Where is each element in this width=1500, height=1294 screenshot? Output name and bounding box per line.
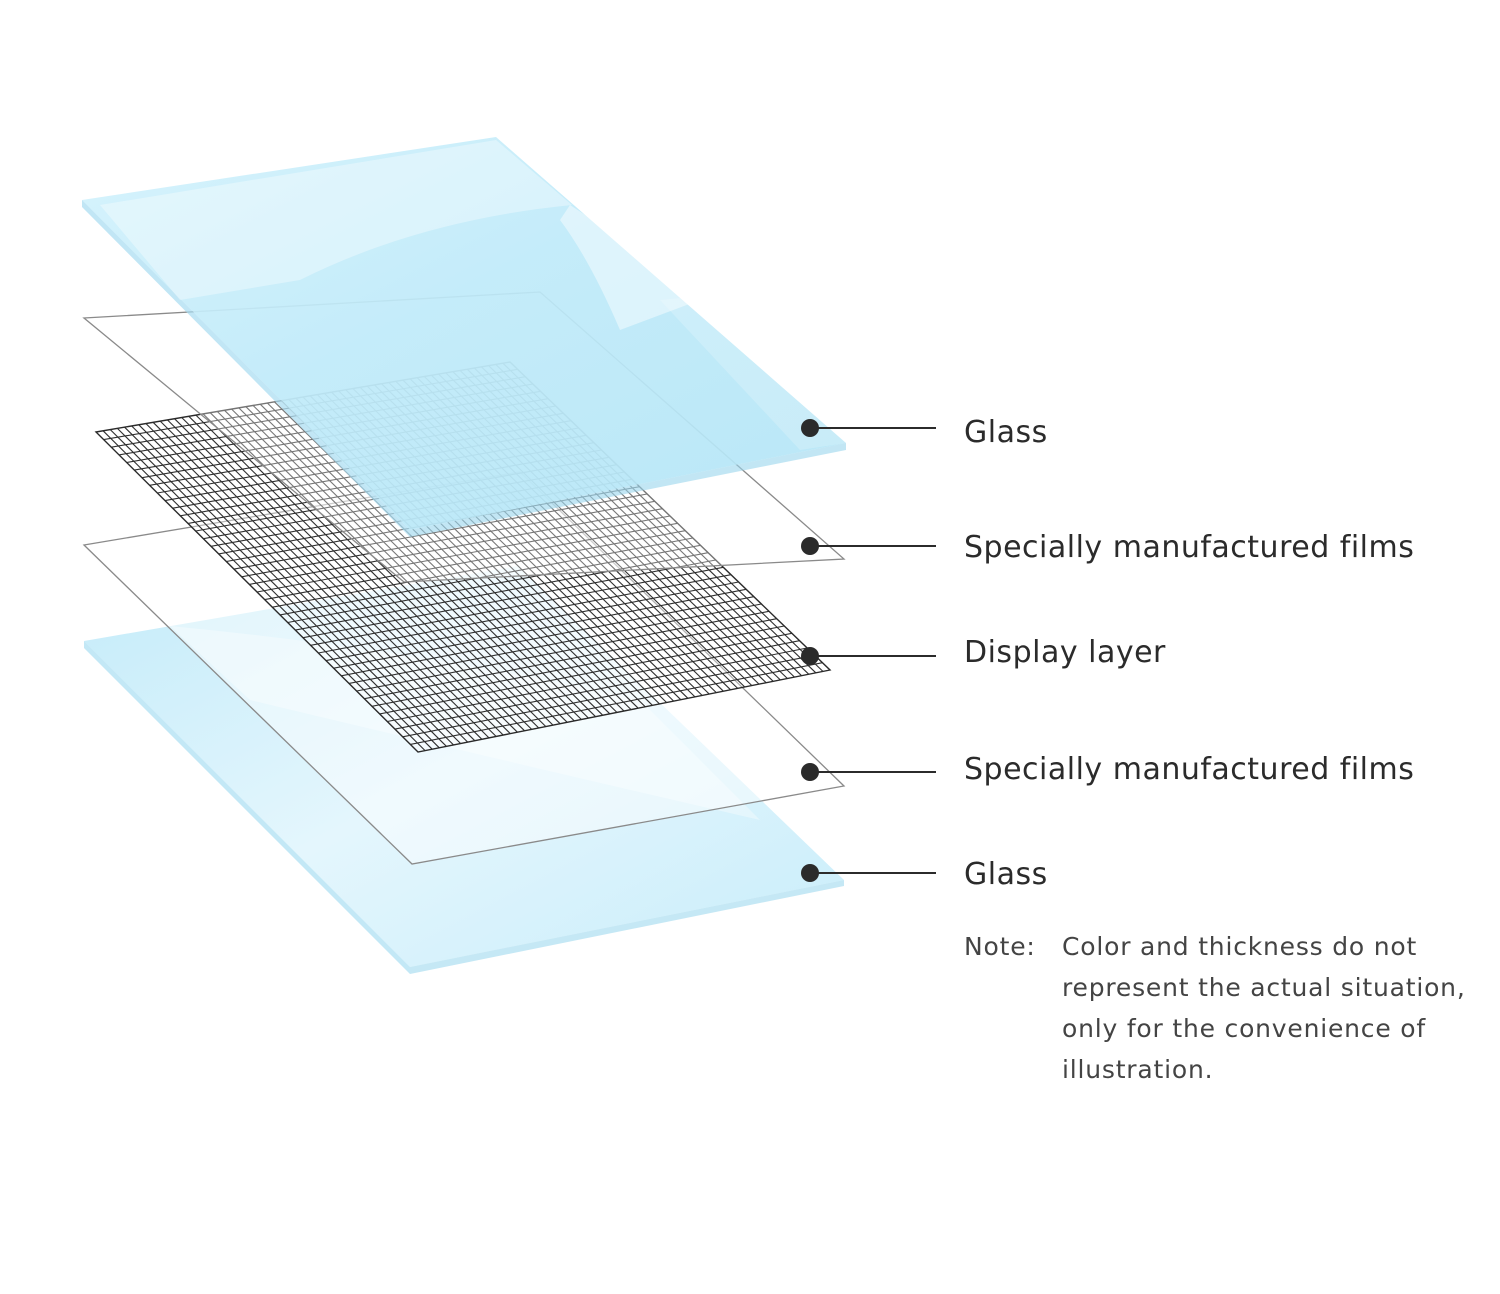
grid-line	[387, 640, 800, 723]
grid-line	[249, 508, 663, 585]
grid-line	[356, 610, 770, 692]
label-film-bottom: Specially manufactured films	[964, 752, 1415, 787]
note-prefix: Note:	[964, 932, 1036, 961]
grid-line	[295, 552, 709, 631]
grid-line	[287, 544, 701, 624]
grid-line	[241, 500, 655, 578]
grid-line	[233, 493, 648, 570]
leader-film-bottom	[801, 763, 936, 781]
grid-line	[264, 522, 678, 601]
grid-line	[302, 559, 716, 639]
grid-line	[272, 530, 686, 608]
grid-line	[371, 625, 785, 707]
grid-line	[318, 574, 732, 654]
grid-line	[402, 654, 815, 738]
grid-line	[256, 515, 671, 593]
grid-line	[333, 588, 747, 669]
label-glass-top: Glass	[964, 415, 1048, 450]
note-line-4: illustration.	[1062, 1055, 1214, 1084]
grid-line	[341, 596, 754, 677]
grid-line	[279, 537, 694, 616]
leader-glass-bottom	[801, 864, 936, 882]
label-film-top: Specially manufactured films	[964, 530, 1415, 565]
grid-line	[325, 581, 739, 662]
grid-line	[310, 566, 724, 646]
leader-film-top	[801, 537, 936, 555]
grid-line	[348, 603, 762, 684]
label-display-layer: Display layer	[964, 635, 1166, 670]
grid-line	[379, 632, 793, 715]
top-glass-plate	[82, 137, 846, 537]
note-line-3: only for the convenience of	[1062, 1014, 1426, 1043]
leader-glass-top	[801, 419, 936, 437]
note-block: Note: Color and thickness do not represe…	[964, 926, 1466, 1090]
note-line-1: Color and thickness do not	[1062, 932, 1418, 961]
label-glass-bottom: Glass	[964, 857, 1048, 892]
grid-line	[410, 662, 823, 745]
leader-display-layer	[801, 647, 936, 665]
note-line-2: represent the actual situation,	[1062, 973, 1466, 1002]
grid-line	[364, 618, 777, 700]
grid-line	[394, 647, 808, 730]
